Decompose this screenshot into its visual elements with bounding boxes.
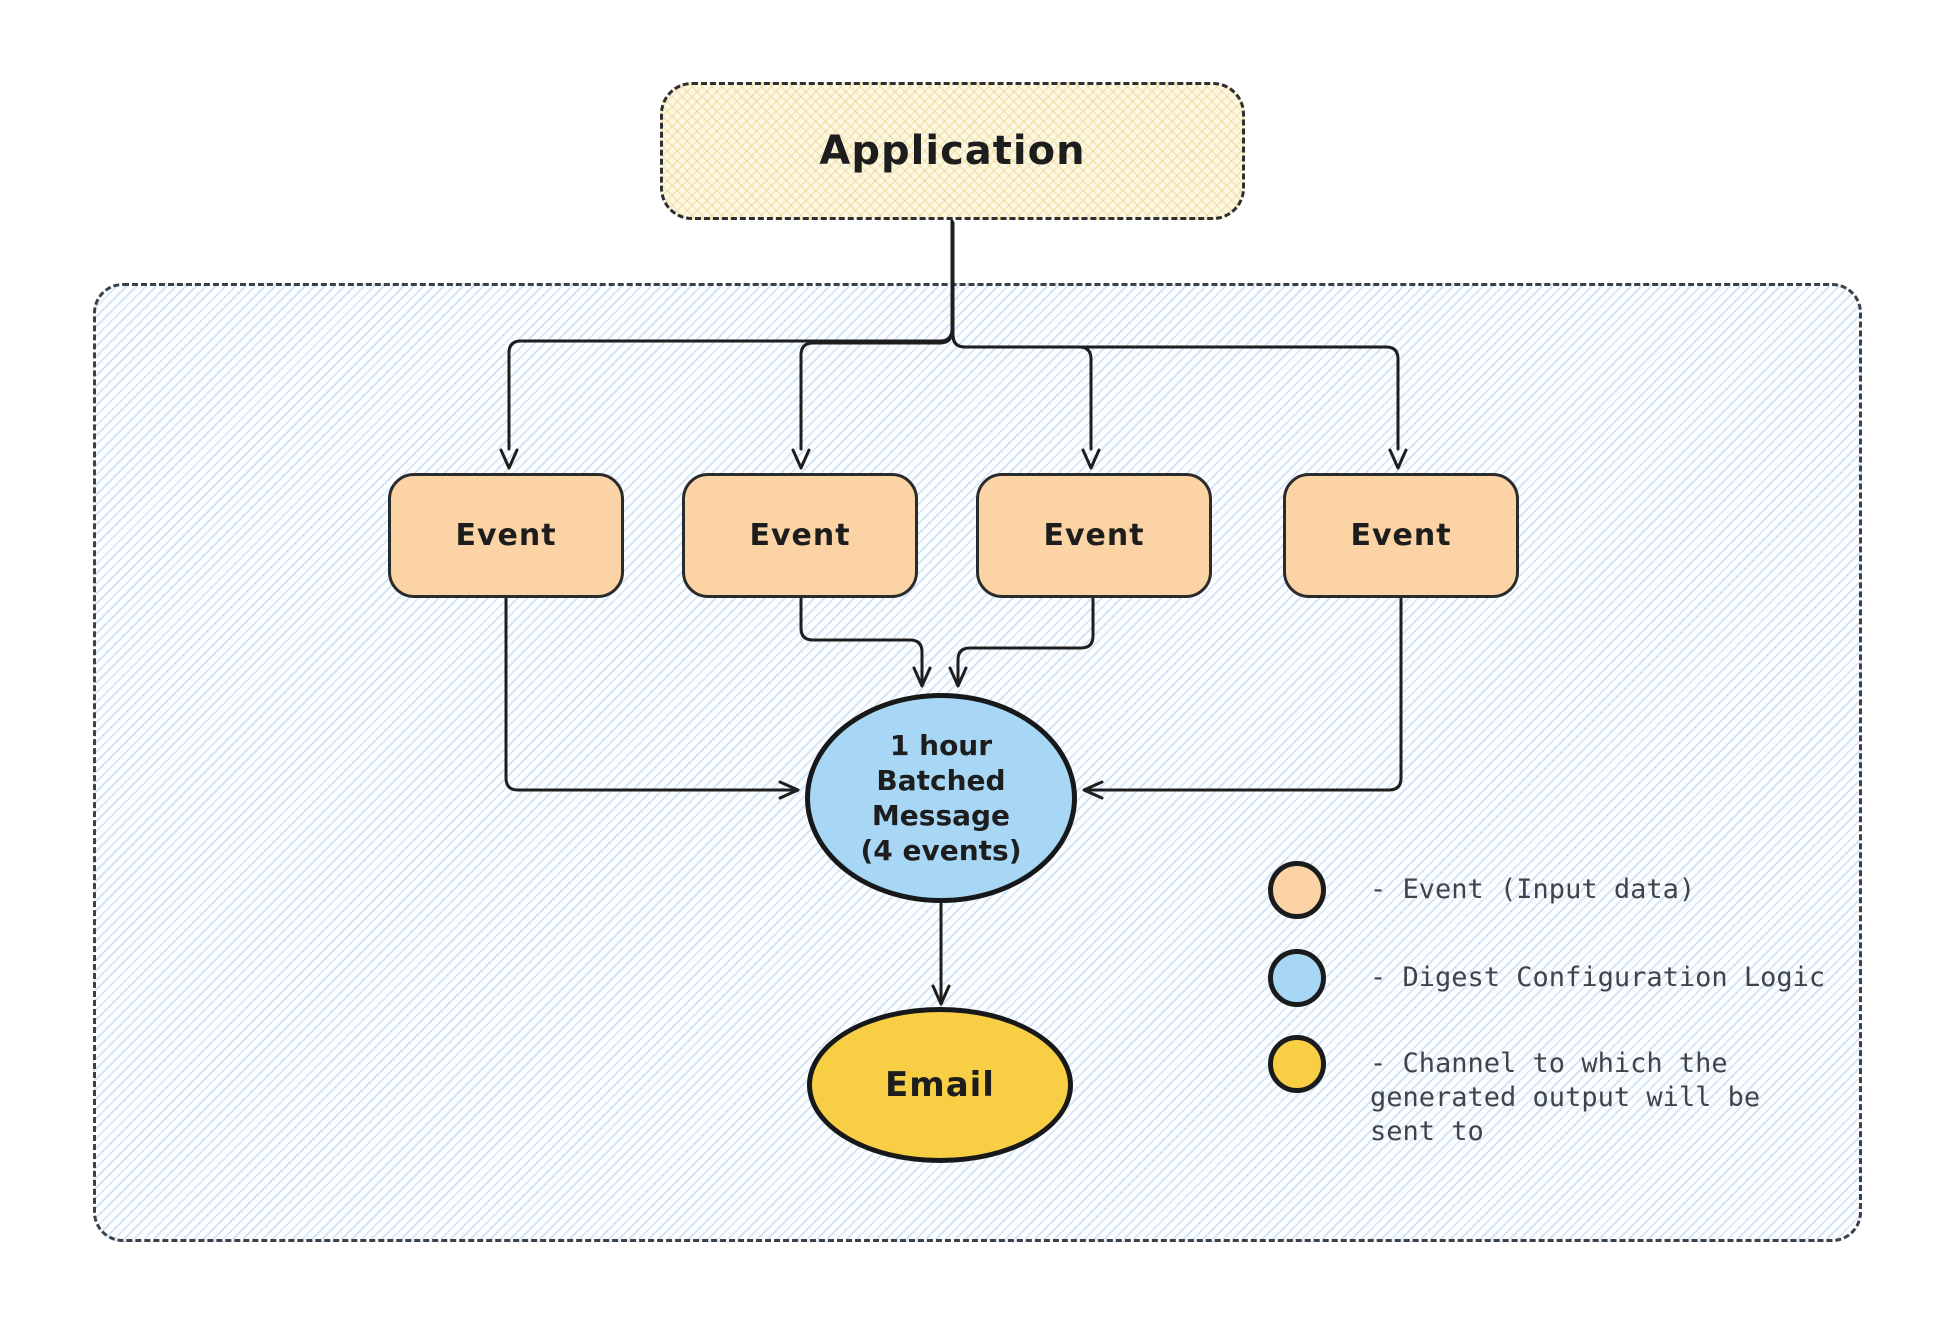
digest-swatch-circle [1268, 949, 1326, 1007]
event-label: Event [455, 518, 557, 553]
event-node-3: Event [976, 473, 1212, 598]
event-label: Event [749, 518, 851, 553]
legend-item-label: - Digest Configuration Logic [1370, 962, 1826, 993]
event-node-2: Event [682, 473, 918, 598]
channel-node: Email [807, 1007, 1073, 1163]
digest-node: 1 hour Batched Message (4 events) [805, 693, 1077, 903]
digest-label: 1 hour Batched Message (4 events) [860, 729, 1022, 867]
legend-item-event: - Event (Input data) [1268, 861, 1695, 919]
legend-item-label: - Channel to which the generated output … [1370, 1048, 1761, 1147]
channel-swatch-circle [1268, 1035, 1326, 1093]
event-node-1: Event [388, 473, 624, 598]
channel-label: Email [885, 1065, 995, 1105]
event-swatch-circle [1268, 861, 1326, 919]
event-label: Event [1043, 518, 1145, 553]
event-node-4: Event [1283, 473, 1519, 598]
application-node: Application [660, 82, 1245, 220]
application-label: Application [819, 128, 1086, 174]
event-label: Event [1350, 518, 1452, 553]
legend-item-label: - Event (Input data) [1370, 874, 1696, 905]
legend-item-digest: - Digest Configuration Logic [1268, 949, 1825, 1007]
legend-item-channel: - Channel to which the generated output … [1268, 1035, 1830, 1149]
